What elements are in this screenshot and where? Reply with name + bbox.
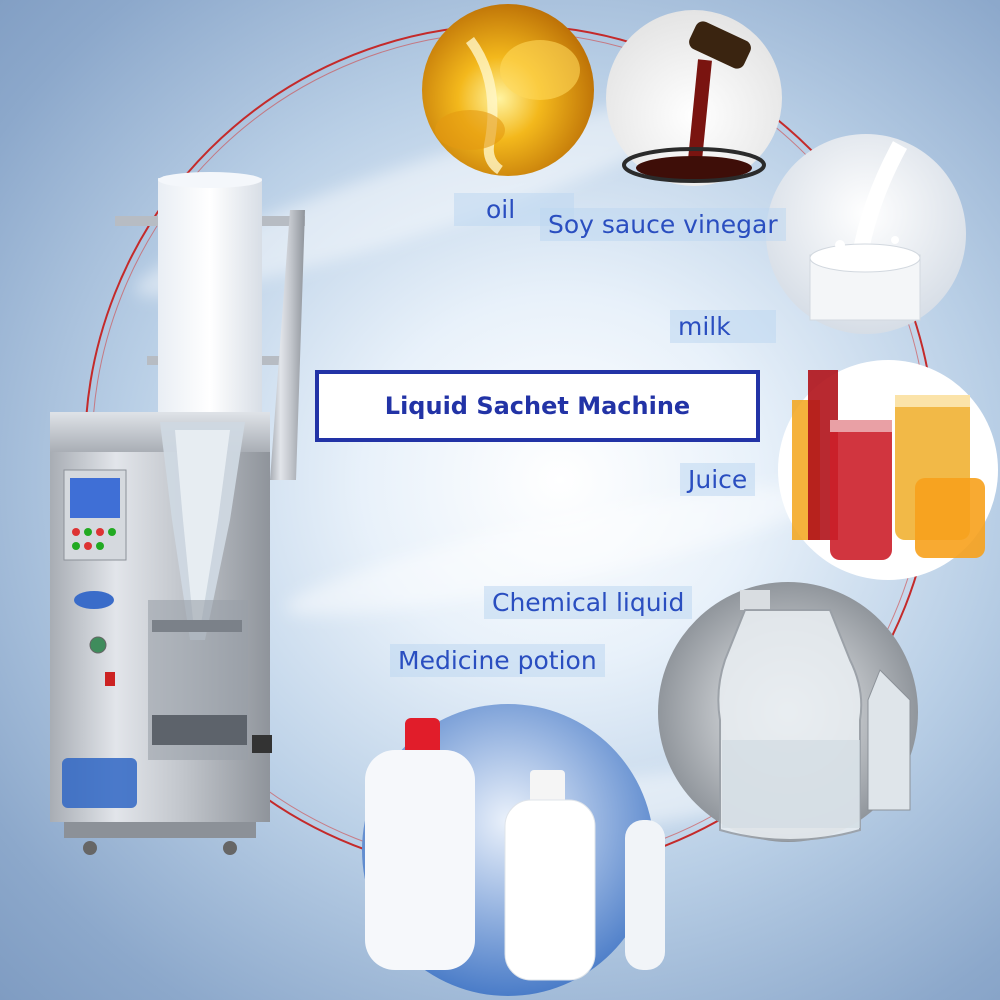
medicine-bottle-photo [362, 704, 665, 996]
label-juice: Juice [680, 463, 756, 496]
title-box: Liquid Sachet Machine [315, 370, 760, 442]
page-title: Liquid Sachet Machine [384, 392, 691, 420]
juice-photo [778, 360, 998, 580]
soy-sauce-photo [606, 10, 782, 186]
label-medicine-potion: Medicine potion [390, 644, 605, 677]
milk-photo [766, 134, 966, 334]
label-milk: milk [670, 310, 776, 343]
label-soy-sauce-vinegar: Soy sauce vinegar [540, 208, 786, 241]
oil-photo [422, 4, 594, 176]
label-chemical-liquid: Chemical liquid [484, 586, 693, 619]
chemical-bottle-photo [658, 582, 918, 842]
